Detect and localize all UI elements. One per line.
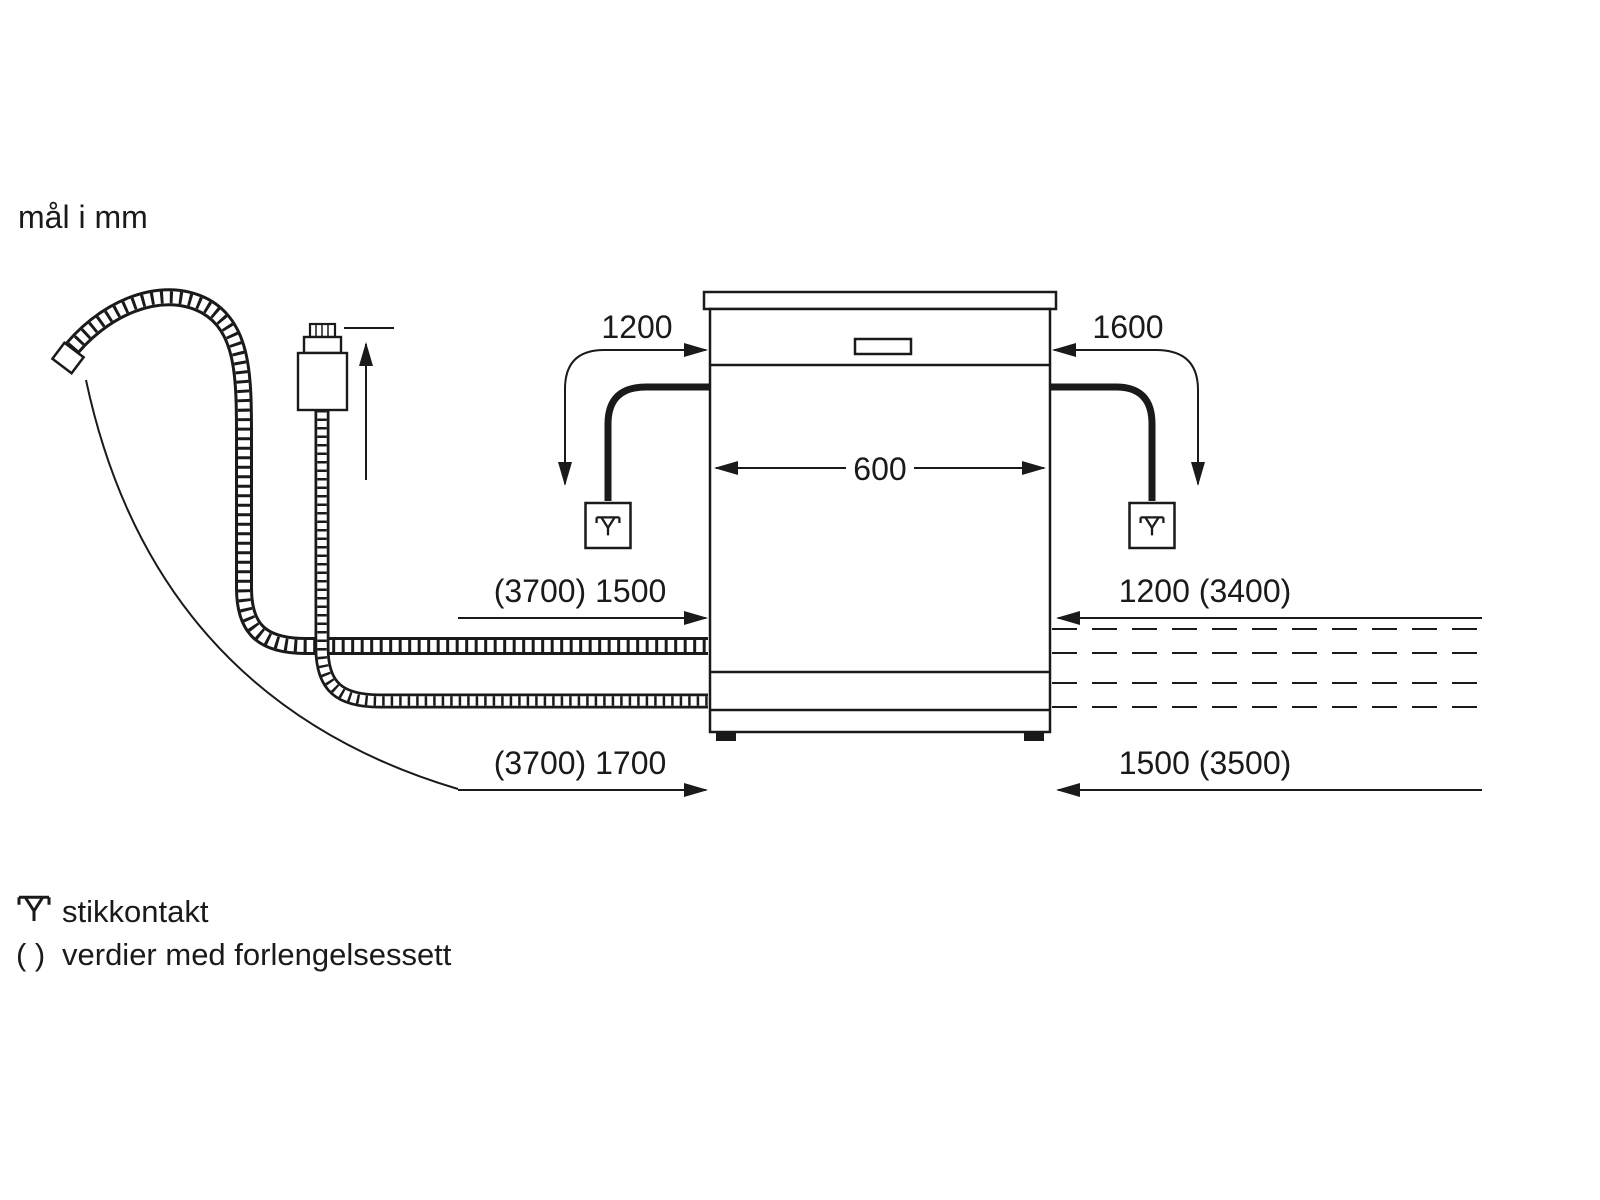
dim-width: 600 <box>714 451 1046 487</box>
extension-dashed-lines <box>1052 628 1482 708</box>
units-label: mål i mm <box>18 199 148 235</box>
dim-bottom-left-label: (3700) 1700 <box>494 745 667 781</box>
foot-right <box>1024 732 1044 741</box>
tap-height-arrow <box>344 327 394 480</box>
dim-cord-right: 1600 <box>1052 309 1205 486</box>
dim-cord-right-label: 1600 <box>1092 309 1163 345</box>
dishwasher-top-panel <box>702 290 1058 311</box>
dim-supply-left: (3700) 1500 <box>458 573 708 625</box>
dim-supply-left-label: (3700) 1500 <box>494 573 667 609</box>
socket-icon <box>17 895 51 923</box>
supply-hose <box>314 410 708 709</box>
dishwasher-body <box>708 307 1052 734</box>
dim-mid-right-label: 1200 (3400) <box>1119 573 1292 609</box>
dishwasher <box>702 290 1058 741</box>
drain-hose-end-fitting <box>50 341 86 375</box>
parentheses-label: ( ) <box>16 937 45 972</box>
drain-hose <box>50 288 708 655</box>
foot-left <box>716 732 736 741</box>
dim-width-label: 600 <box>853 451 906 487</box>
power-cord-left <box>604 383 710 501</box>
socket-label: stikkontakt <box>62 894 209 929</box>
extension-values-label: verdier med forlengelsessett <box>62 937 452 972</box>
tap-neck <box>302 335 343 355</box>
dim-bottom-left: (3700) 1700 <box>458 745 708 797</box>
dim-cord-left-label: 1200 <box>601 309 672 345</box>
socket-box-left <box>584 501 632 550</box>
tap-connector <box>296 322 349 412</box>
door-handle <box>853 337 913 356</box>
socket-box-right <box>1128 501 1176 550</box>
power-cord-right <box>1050 383 1156 501</box>
dim-mid-right: 1200 (3400) <box>1056 573 1482 625</box>
legend: stikkontakt ( ) verdier med forlengelses… <box>16 894 452 972</box>
dim-bottom-right-label: 1500 (3500) <box>1119 745 1292 781</box>
dim-cord-left: 1200 <box>558 309 708 486</box>
tap-body <box>296 351 349 412</box>
dim-bottom-right: 1500 (3500) <box>1056 745 1482 797</box>
drain-hose-leader-line <box>85 379 459 790</box>
